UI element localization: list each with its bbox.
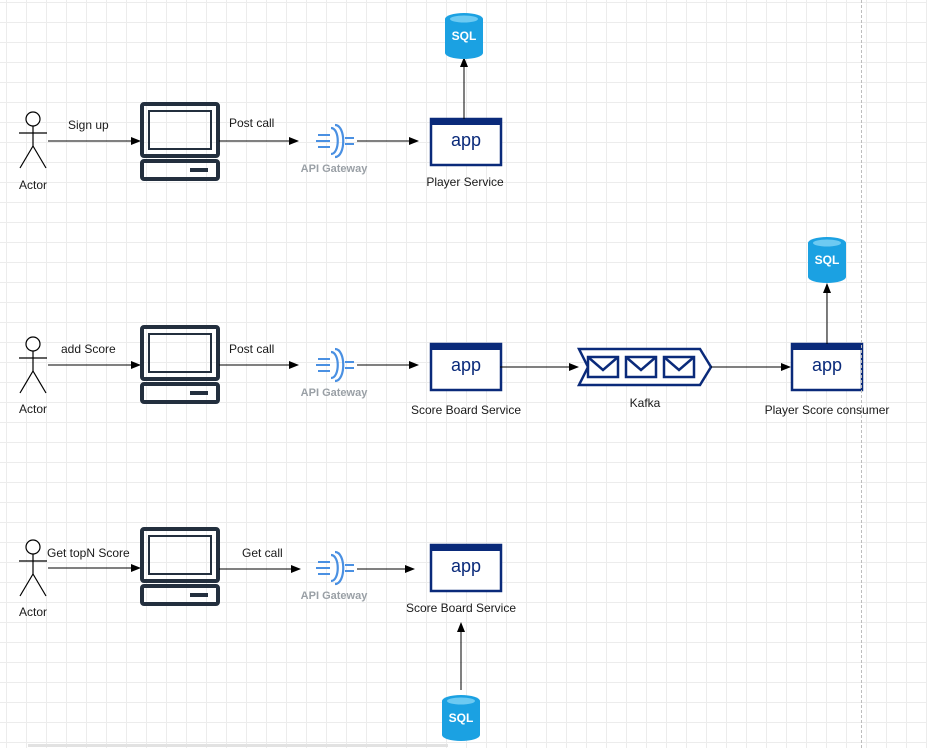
api-gateway-label: API Gateway (300, 163, 368, 175)
page-boundary-divider (861, 0, 862, 748)
score-board-service-label: Score Board Service (410, 403, 522, 417)
api-gateway-icon (314, 347, 356, 383)
app-text: app (811, 355, 843, 375)
actor-icon (18, 111, 48, 169)
actor-icon (18, 539, 48, 597)
actor-label: Actor (18, 605, 48, 619)
kafka-queue-icon (576, 347, 713, 387)
app-text: app (450, 355, 482, 375)
sql-text: SQL (448, 711, 474, 725)
api-gateway-label: API Gateway (300, 590, 368, 602)
score-board-service-label: Score Board Service (405, 601, 517, 615)
add-score-label: add Score (61, 342, 116, 356)
get-topn-score-label: Get topN Score (47, 546, 130, 560)
get-call-label: Get call (242, 546, 283, 560)
computer-icon (140, 527, 220, 606)
api-gateway-label: API Gateway (300, 387, 368, 399)
post-call-label: Post call (229, 116, 275, 130)
player-service-label: Player Service (426, 175, 504, 189)
app-text: app (450, 130, 482, 150)
kafka-label: Kafka (629, 396, 661, 410)
player-score-consumer-label: Player Score consumer (764, 403, 890, 417)
computer-icon (140, 325, 220, 404)
app-text: app (450, 556, 482, 576)
computer-icon (140, 102, 220, 181)
sql-text: SQL (814, 253, 840, 267)
post-call-label: Post call (229, 342, 275, 356)
api-gateway-icon (314, 550, 356, 586)
api-gateway-icon (314, 123, 356, 159)
signup-label: Sign up (68, 118, 109, 132)
actor-label: Actor (18, 178, 48, 192)
actor-icon (18, 336, 48, 394)
actor-label: Actor (18, 402, 48, 416)
sql-text: SQL (451, 29, 477, 43)
horizontal-scrollbar[interactable] (28, 744, 448, 747)
